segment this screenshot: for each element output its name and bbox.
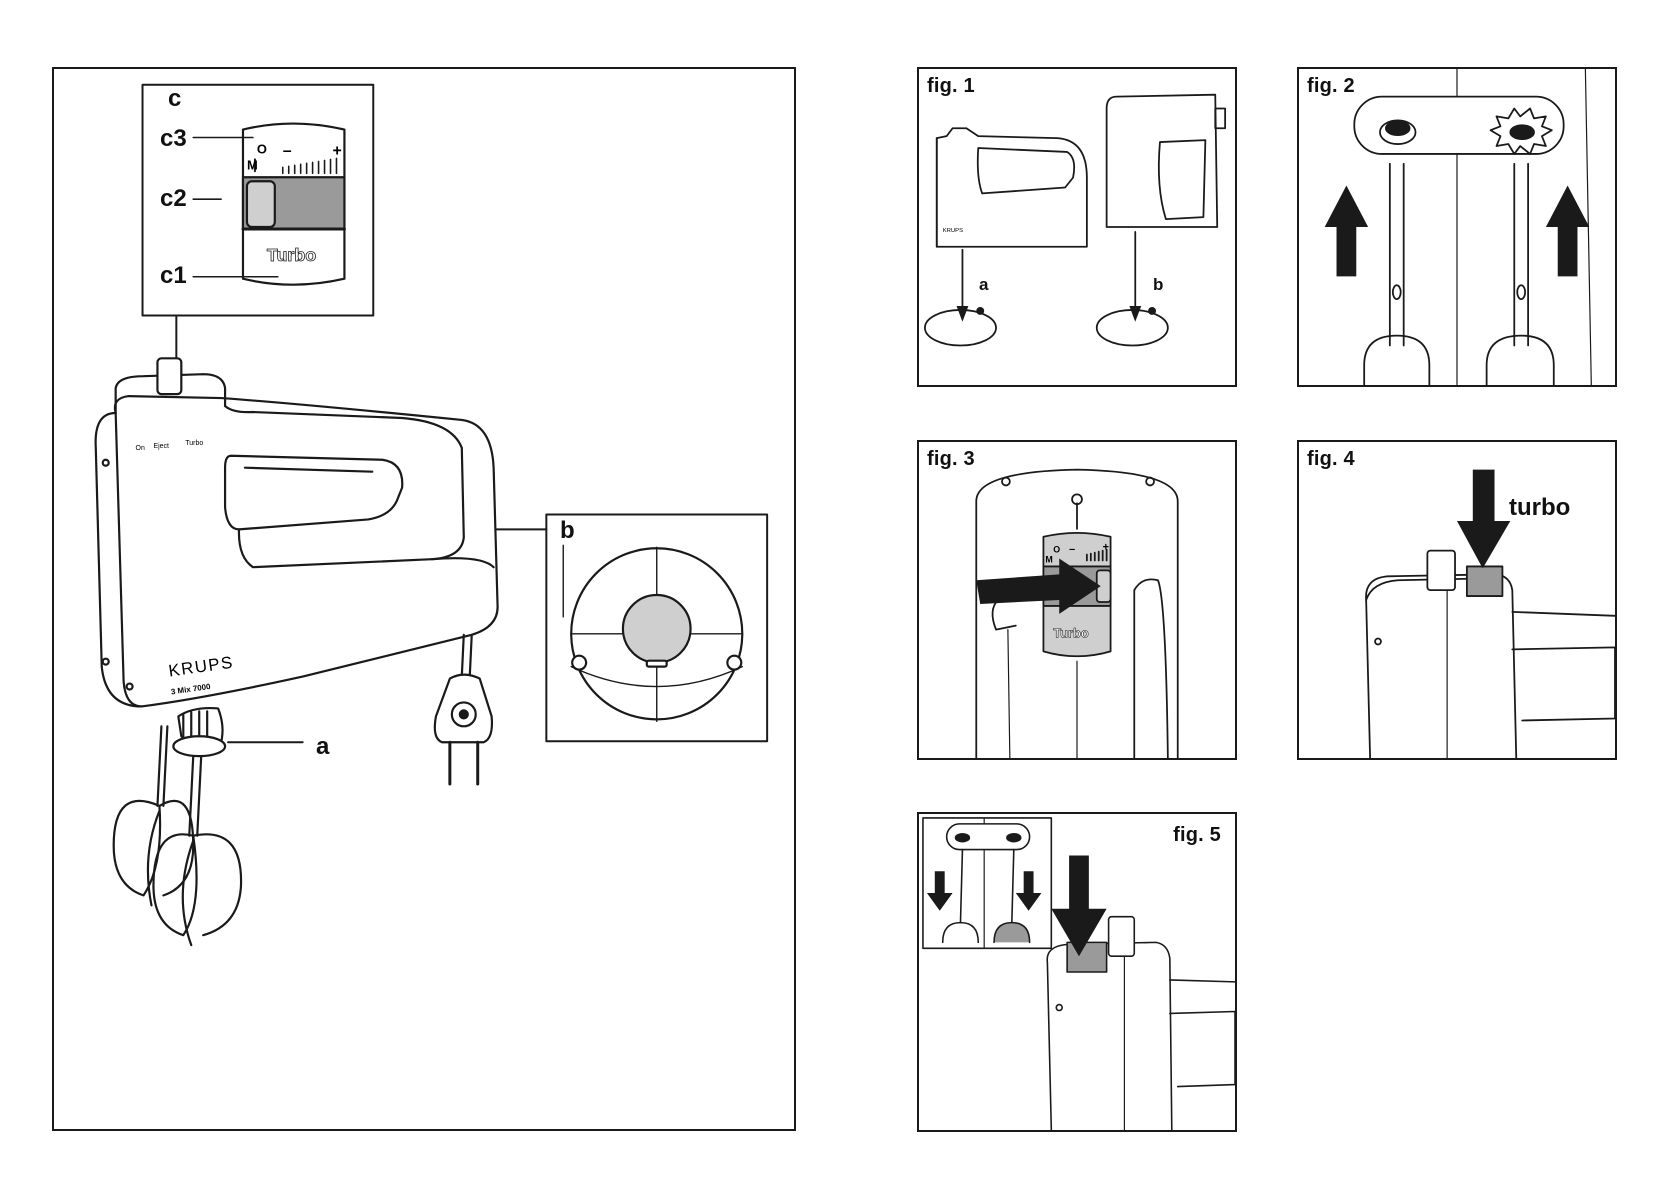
fig3-dial-plus-text: + [1103,542,1109,554]
fig2-right-up-arrow [1546,186,1589,277]
fig4-illustration [1299,442,1615,758]
fig1-brand-small: KRUPS [943,228,963,234]
fig1-panel: KRUPS fig. 1 a b [917,67,1237,387]
dial-turbo-text: Turbo [267,245,316,265]
fig3-title: fig. 3 [927,448,975,471]
fig4-title: fig. 4 [1307,448,1355,471]
label-a: a [316,733,329,761]
fig2-left-up-arrow [1325,186,1368,277]
fig3-dial-turbo-text: Turbo [1053,626,1089,641]
fig5-down-arrow [1051,855,1106,956]
fig1-label-b: b [1153,275,1163,295]
fig1-illustration: KRUPS [919,69,1235,385]
fig5-panel: fig. 5 [917,812,1237,1132]
fig2-illustration [1299,69,1615,385]
main-figure-panel: M O – + Turbo On Eject Turbo KRUPS 3 Mix… [52,67,796,1131]
fig2-title: fig. 2 [1307,75,1355,98]
label-b: b [560,517,575,545]
dial-plus-text: + [332,142,341,159]
fig4-down-arrow [1457,470,1510,569]
fig5-title: fig. 5 [1173,824,1221,847]
fig3-dial-minus-text: – [1069,544,1075,556]
fig5-illustration [919,814,1235,1130]
label-c3: c3 [160,125,187,153]
handle-turbo-text: Turbo [185,440,203,447]
fig3-dial-o-text: O [1053,545,1060,555]
fig3-dial-m-text: M [1045,554,1052,564]
label-c: c [168,85,181,113]
fig2-panel: fig. 2 [1297,67,1617,387]
fig1-label-a: a [979,275,988,295]
fig1-title: fig. 1 [927,75,975,98]
mixer-illustration: M O – + Turbo On Eject Turbo KRUPS 3 Mix… [54,69,794,1129]
dial-o-text: O [257,141,267,156]
dial-m-text: M [247,157,258,172]
handle-eject-text: Eject [153,443,169,450]
dial-minus-text: – [283,142,292,159]
fig3-illustration: M O – + Turbo [919,442,1235,758]
fig4-panel: fig. 4 turbo [1297,440,1617,760]
label-c1: c1 [160,262,187,290]
label-c2: c2 [160,185,187,213]
fig4-turbo-label: turbo [1509,494,1570,522]
fig3-panel: M O – + Turbo fig. 3 [917,440,1237,760]
handle-on-text: On [136,445,145,452]
